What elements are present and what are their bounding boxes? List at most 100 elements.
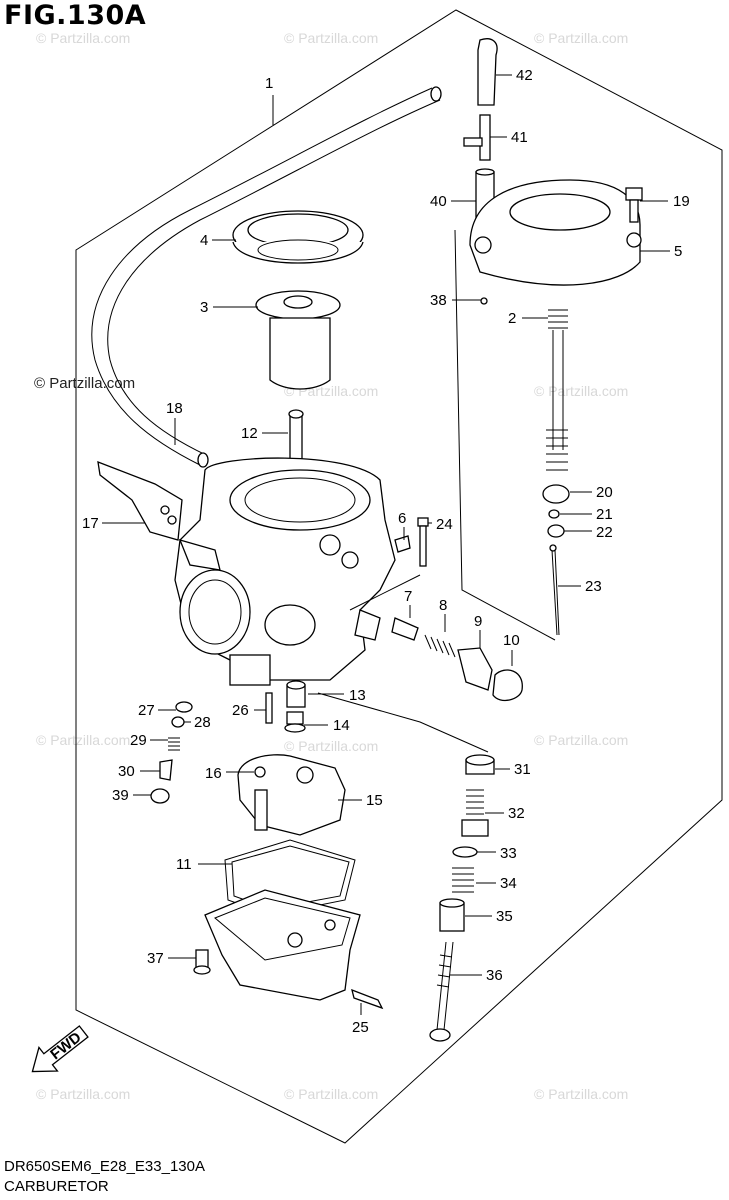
figure-title: FIG.130A — [4, 0, 147, 31]
part-label-13: 13 — [349, 687, 366, 704]
part-label-30: 30 — [118, 763, 135, 780]
part-8-spring — [424, 634, 456, 658]
part-17-bracket — [97, 460, 183, 541]
part-label-29: 29 — [130, 732, 147, 749]
part-label-12: 12 — [241, 425, 258, 442]
watermark-emphasized: © Partzilla.com — [34, 375, 136, 392]
watermark: © Partzilla.com — [534, 1086, 629, 1102]
part-label-7: 7 — [404, 588, 412, 605]
part-37-screw — [193, 949, 211, 975]
part-36-cable-end — [429, 941, 454, 1042]
part-label-21: 21 — [596, 506, 613, 523]
part-27-washer — [175, 701, 193, 713]
part-23-jet-needle — [549, 544, 560, 636]
carburetor-body — [174, 457, 396, 686]
part-label-36: 36 — [486, 967, 503, 984]
part-38-ring — [480, 297, 488, 305]
part-14-main-jet — [284, 711, 306, 733]
part-label-27: 27 — [138, 702, 155, 719]
part-label-28: 28 — [194, 714, 211, 731]
part-label-23: 23 — [585, 578, 602, 595]
part-24-screw — [417, 517, 429, 567]
part-29-spring — [168, 737, 180, 751]
part-label-31: 31 — [514, 761, 531, 778]
part-label-32: 32 — [508, 805, 525, 822]
part-41-tee-joint — [463, 114, 491, 161]
part-label-5: 5 — [674, 243, 682, 260]
part-label-35: 35 — [496, 908, 513, 925]
part-label-25: 25 — [352, 1019, 369, 1036]
part-label-38: 38 — [430, 292, 447, 309]
part-5-top-cover — [469, 179, 642, 286]
part-11-gasket — [224, 839, 356, 916]
part-28-o-ring — [171, 716, 185, 728]
part-7-plunger — [391, 617, 419, 641]
watermark: © Partzilla.com — [284, 30, 379, 46]
watermark: © Partzilla.com — [534, 30, 629, 46]
part-label-3: 3 — [200, 299, 208, 316]
part-label-6: 6 — [398, 510, 406, 527]
part-13-jet-holder — [286, 680, 306, 708]
part-label-18: 18 — [166, 400, 183, 417]
part-labels: 1234567891011121314151617181920212223242… — [82, 67, 690, 1036]
part-label-20: 20 — [596, 484, 613, 501]
part-label-14: 14 — [333, 717, 350, 734]
figure-name: CARBURETOR — [4, 1178, 109, 1195]
part-1-hose — [91, 86, 442, 468]
part-label-8: 8 — [439, 597, 447, 614]
part-34-spring — [452, 867, 474, 893]
part-26-pilot-screw — [265, 692, 273, 724]
part-9-nut — [457, 647, 493, 691]
part-label-17: 17 — [82, 515, 99, 532]
part-3-piston-valve — [255, 290, 341, 390]
part-25-drain-screw — [351, 988, 384, 1010]
part-label-42: 42 — [516, 67, 533, 84]
part-label-34: 34 — [500, 875, 517, 892]
guide-line — [454, 229, 556, 641]
watermark: © Partzilla.com — [36, 732, 131, 748]
part-32-adjuster — [461, 789, 489, 837]
part-15-float — [237, 754, 346, 836]
part-label-1: 1 — [265, 75, 273, 92]
part-33-washer — [452, 846, 478, 858]
fwd-arrow-icon: FWD — [31, 1025, 89, 1073]
part-10-cap — [492, 669, 523, 702]
part-label-22: 22 — [596, 524, 613, 541]
part-31-nut — [465, 754, 495, 775]
part-20-seat — [542, 484, 570, 504]
assembly-frame — [75, 9, 723, 1144]
part-39-cap — [150, 788, 170, 804]
watermark: © Partzilla.com — [284, 738, 379, 754]
part-label-19: 19 — [673, 193, 690, 210]
part-21-clip — [548, 509, 560, 519]
part-label-10: 10 — [503, 632, 520, 649]
part-label-9: 9 — [474, 613, 482, 630]
part-label-33: 33 — [500, 845, 517, 862]
part-label-16: 16 — [205, 765, 222, 782]
guide-line — [349, 574, 421, 611]
part-2-spring — [546, 309, 568, 471]
figure-code: DR650SEM6_E28_E33_130A — [4, 1158, 205, 1175]
part-4-diaphragm — [232, 210, 364, 264]
guide-line — [317, 692, 489, 753]
part-6-plug — [394, 535, 411, 553]
part-label-39: 39 — [112, 787, 129, 804]
part-label-4: 4 — [200, 232, 208, 249]
watermark: © Partzilla.com — [534, 383, 629, 399]
part-label-41: 41 — [511, 129, 528, 146]
part-label-37: 37 — [147, 950, 164, 967]
part-22-washer — [547, 524, 565, 538]
part-19-screw — [625, 187, 643, 223]
part-35-sleeve — [439, 898, 465, 932]
watermark: © Partzilla.com — [284, 1086, 379, 1102]
watermark: © Partzilla.com — [534, 732, 629, 748]
watermark: © Partzilla.com — [36, 30, 131, 46]
part-label-24: 24 — [436, 516, 453, 533]
part-label-26: 26 — [232, 702, 249, 719]
part-16-o-ring — [254, 766, 266, 778]
watermark: © Partzilla.com — [36, 1086, 131, 1102]
part-42-hose — [477, 38, 498, 106]
part-label-15: 15 — [366, 792, 383, 809]
